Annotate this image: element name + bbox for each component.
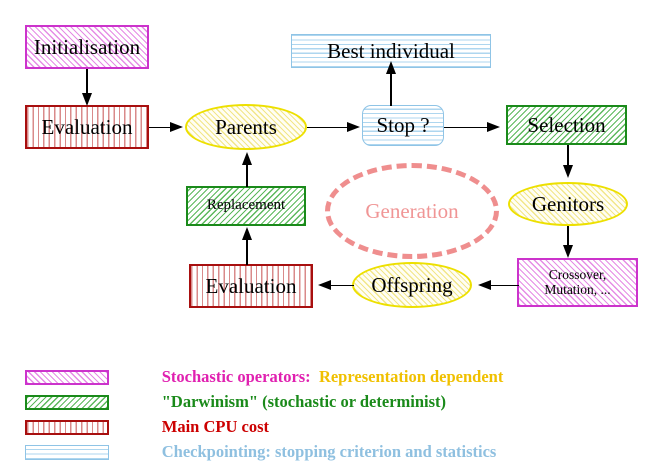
node-genitors[interactable]: Genitors xyxy=(508,182,628,226)
legend-row-checkpointing: Checkpointing: stopping criterion and st… xyxy=(25,422,496,471)
edge-genitors-to-crossover xyxy=(567,226,569,248)
legend-swatch-magenta-diagonal-hatch xyxy=(25,369,109,385)
arrowhead-initialisation-to-evaluation xyxy=(81,93,92,106)
legend-label-checkpointing: Checkpointing: stopping criterion and st… xyxy=(137,422,497,471)
edge-evaluation-to-parents xyxy=(149,126,175,129)
arrowhead-stop-to-best-individual xyxy=(385,61,396,74)
node-evaluation-top[interactable]: Evaluation xyxy=(25,105,149,149)
node-evaluation-bottom[interactable]: Evaluation xyxy=(189,264,313,308)
edge-parents-to-stop xyxy=(307,126,351,129)
arrowhead-genitors-to-crossover xyxy=(562,245,573,258)
arrowhead-evaluation-to-replacement xyxy=(241,227,252,240)
node-parents-label: Parents xyxy=(215,114,277,139)
node-replacement[interactable]: Replacement xyxy=(186,186,306,226)
node-evaluation-top-label: Evaluation xyxy=(41,114,133,139)
node-replacement-label: Replacement xyxy=(206,197,286,214)
legend-text-primary-2: Main CPU cost xyxy=(161,417,269,436)
legend-row-stochastic-operators: Stochastic operators: Representation dep… xyxy=(25,347,503,407)
arrowhead-replacement-to-parents xyxy=(241,152,252,165)
edge-stop-to-selection xyxy=(444,126,490,129)
arrowhead-offspring-to-evaluation xyxy=(318,279,331,290)
edge-initialisation-to-evaluation xyxy=(86,69,88,97)
generation-loop-label: Generation xyxy=(325,163,499,259)
node-best-individual-label: Best individual xyxy=(327,38,455,63)
node-selection[interactable]: Selection xyxy=(506,105,627,145)
edge-evaluation-to-replacement xyxy=(246,237,248,265)
legend-label-main-cpu-cost: Main CPU cost xyxy=(137,397,269,457)
node-offspring-label: Offspring xyxy=(371,272,453,297)
legend-text-primary-0: Stochastic operators: xyxy=(161,367,311,386)
node-initialisation[interactable]: Initialisation xyxy=(25,25,149,69)
node-best-individual[interactable]: Best individual xyxy=(291,34,491,68)
node-selection-label: Selection xyxy=(527,112,606,137)
arrowhead-crossover-to-offspring xyxy=(478,279,491,290)
edge-selection-to-genitors xyxy=(567,145,569,169)
node-stop[interactable]: Stop ? xyxy=(362,105,444,146)
node-genitors-label: Genitors xyxy=(531,191,605,216)
edge-crossover-to-offspring xyxy=(488,284,519,287)
legend-row-main-cpu-cost: Main CPU cost xyxy=(25,397,269,457)
node-parents[interactable]: Parents xyxy=(185,104,307,150)
legend-swatch-blue-horizontal-hatch xyxy=(25,444,109,460)
legend-row-darwinism: "Darwinism" (stochastic or determinist) xyxy=(25,372,446,432)
arrowhead-parents-to-stop xyxy=(347,121,360,132)
legend-text-primary-3: Checkpointing: stopping criterion and st… xyxy=(161,442,497,461)
legend-swatch-red-vertical-hatch xyxy=(25,419,109,435)
legend-label-stochastic-operators: Stochastic operators: Representation dep… xyxy=(137,347,504,407)
legend-swatch-green-diagonal-hatch xyxy=(25,394,109,410)
edge-replacement-to-parents xyxy=(246,164,248,187)
arrowhead-selection-to-genitors xyxy=(562,165,573,178)
node-crossover-mutation[interactable]: Crossover, Mutation, ... xyxy=(517,258,638,307)
generation-loop-text: Generation xyxy=(365,198,459,223)
node-crossover-mutation-label: Crossover, Mutation, ... xyxy=(544,267,611,297)
edge-offspring-to-evaluation xyxy=(330,284,354,287)
node-stop-label: Stop ? xyxy=(376,113,430,138)
legend-label-darwinism: "Darwinism" (stochastic or determinist) xyxy=(137,372,446,432)
node-initialisation-label: Initialisation xyxy=(33,34,141,59)
arrowhead-evaluation-to-parents xyxy=(170,121,183,132)
node-evaluation-bottom-label: Evaluation xyxy=(205,273,297,298)
legend-text-secondary-0: Representation dependent xyxy=(310,367,504,386)
legend-text-primary-1: "Darwinism" (stochastic or determinist) xyxy=(161,392,447,411)
edge-stop-to-best-individual xyxy=(390,72,392,106)
arrowhead-stop-to-selection xyxy=(487,121,500,132)
node-offspring[interactable]: Offspring xyxy=(352,262,472,308)
